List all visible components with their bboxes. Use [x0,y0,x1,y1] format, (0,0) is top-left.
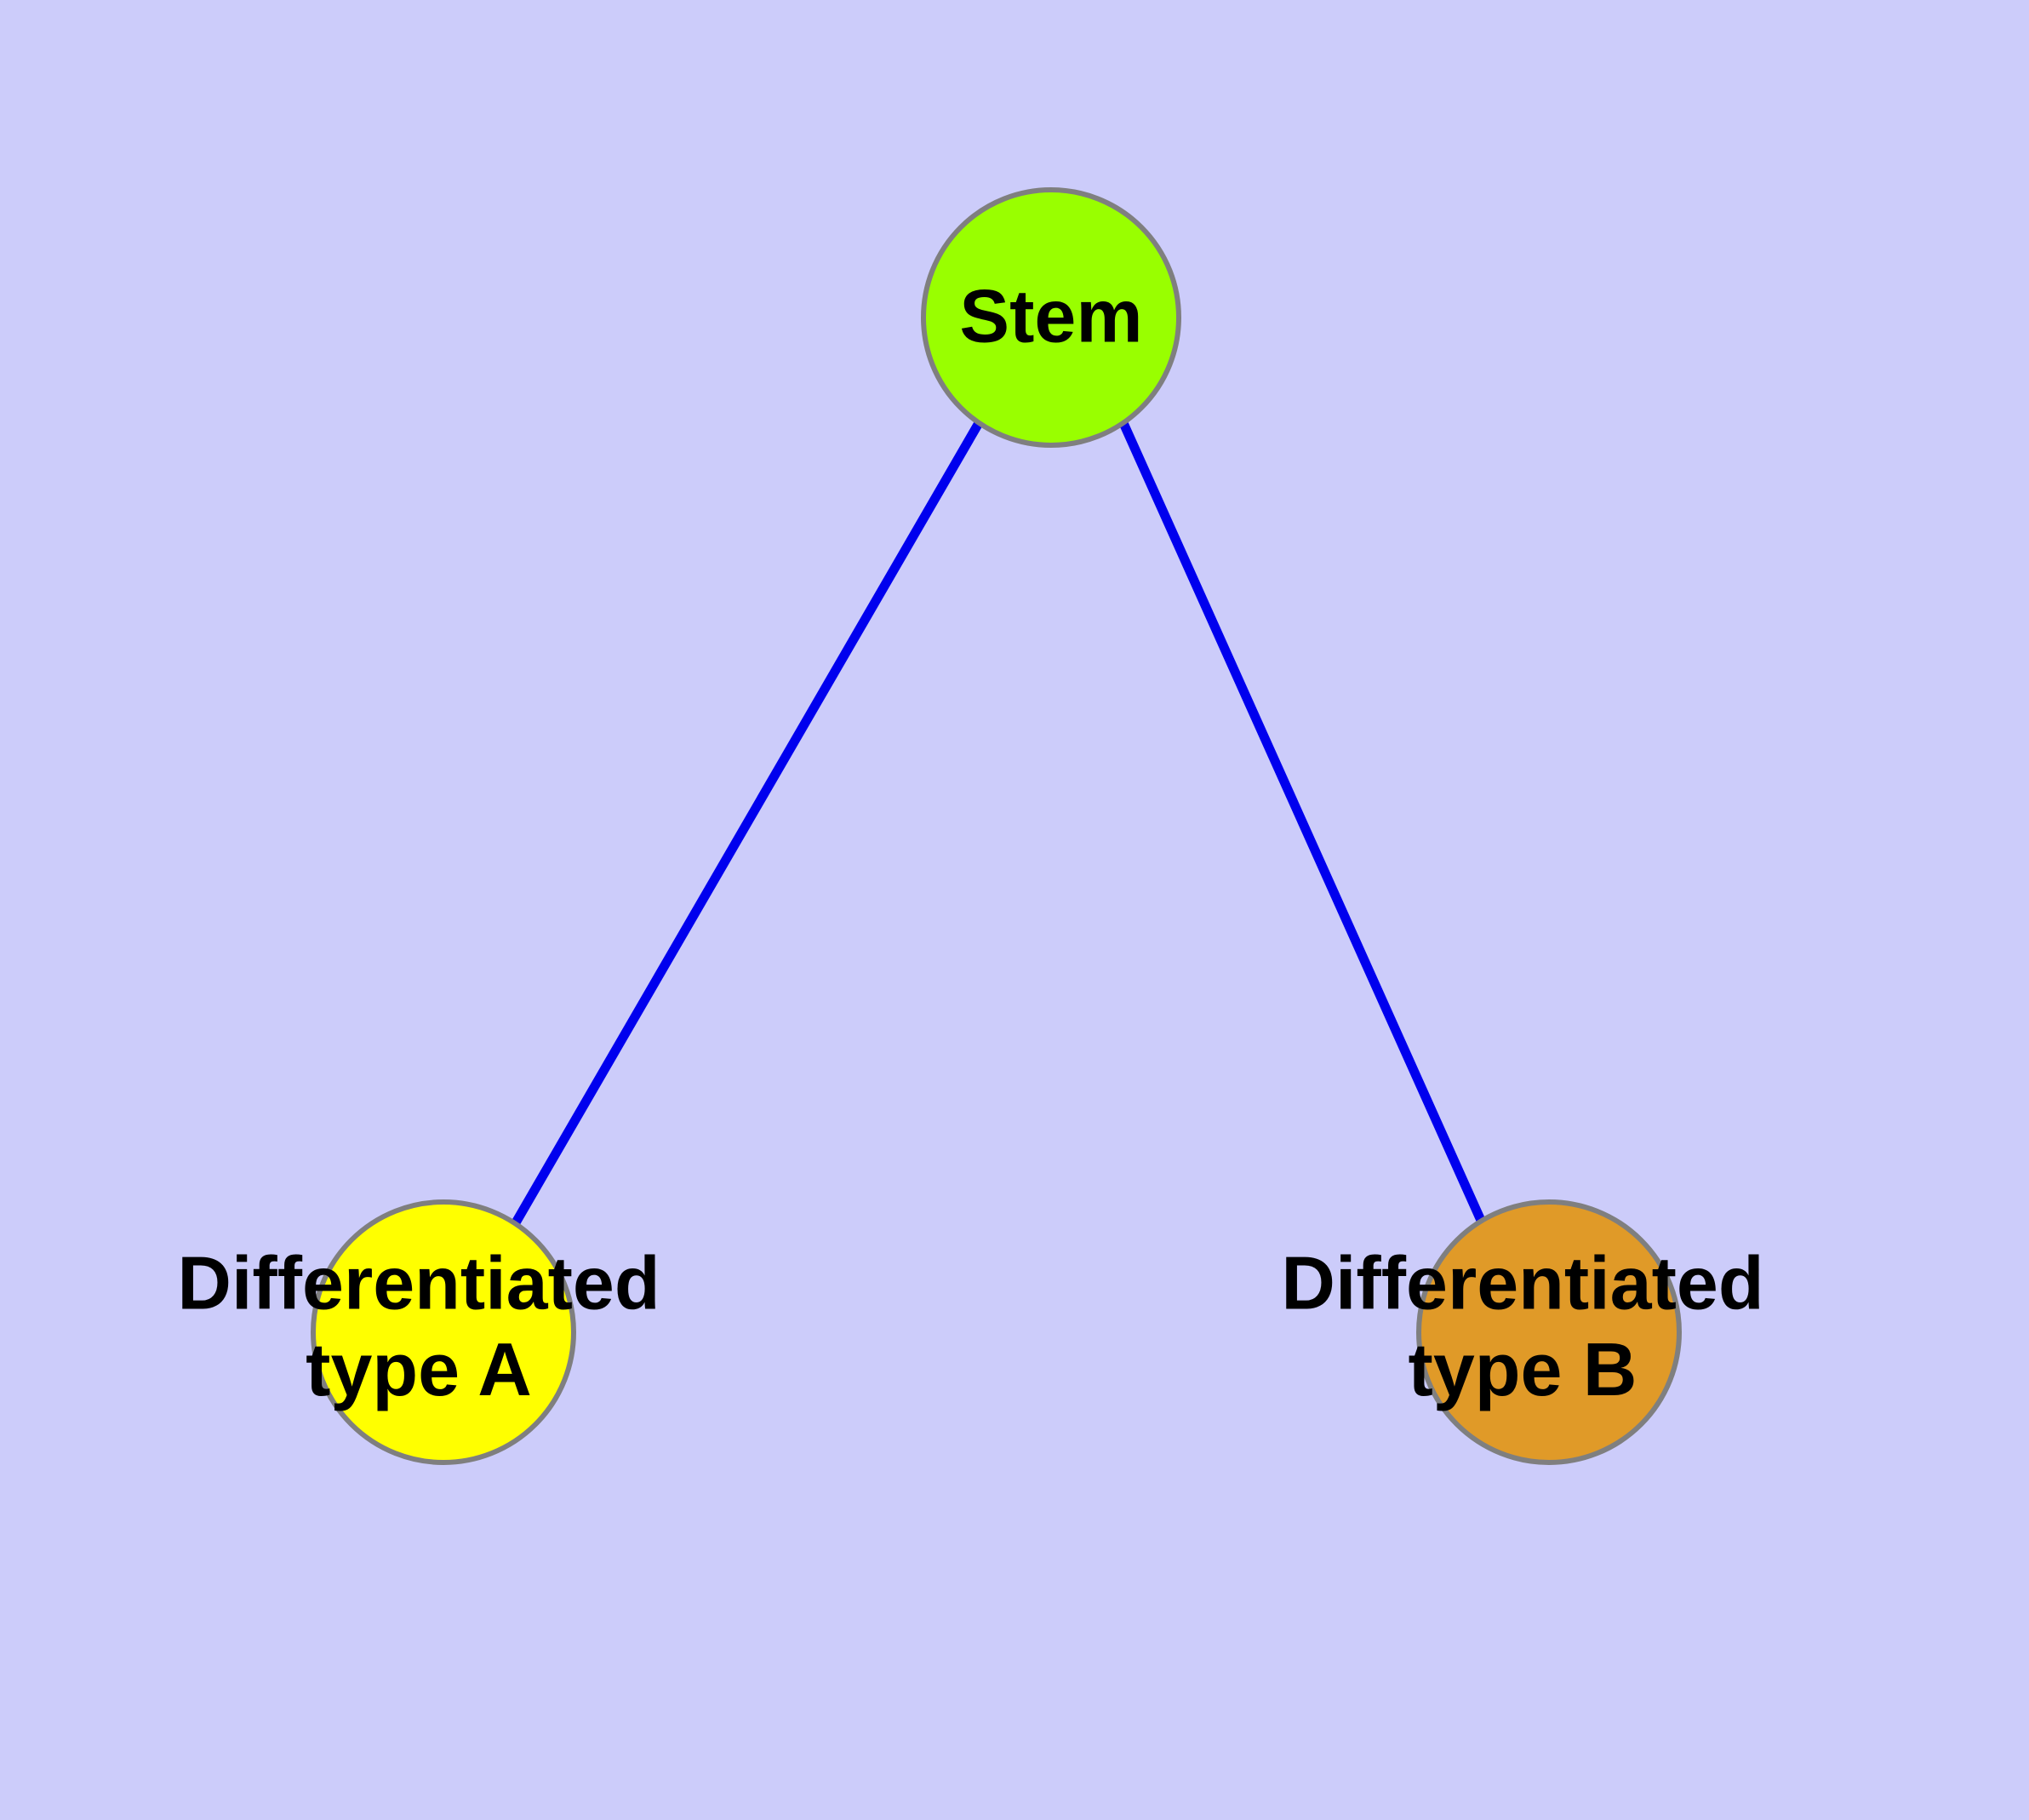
node-diff-b-circle[interactable] [1416,1199,1682,1465]
node-diff-a-circle[interactable] [311,1199,576,1465]
edge-stem-to-diff-b[interactable] [1118,421,1488,1227]
edge-stem-to-diff-a[interactable] [511,421,983,1227]
edge-layer [511,421,1488,1227]
node-stem-circle[interactable] [921,187,1181,448]
node-stem[interactable]: Stem [921,187,1181,448]
